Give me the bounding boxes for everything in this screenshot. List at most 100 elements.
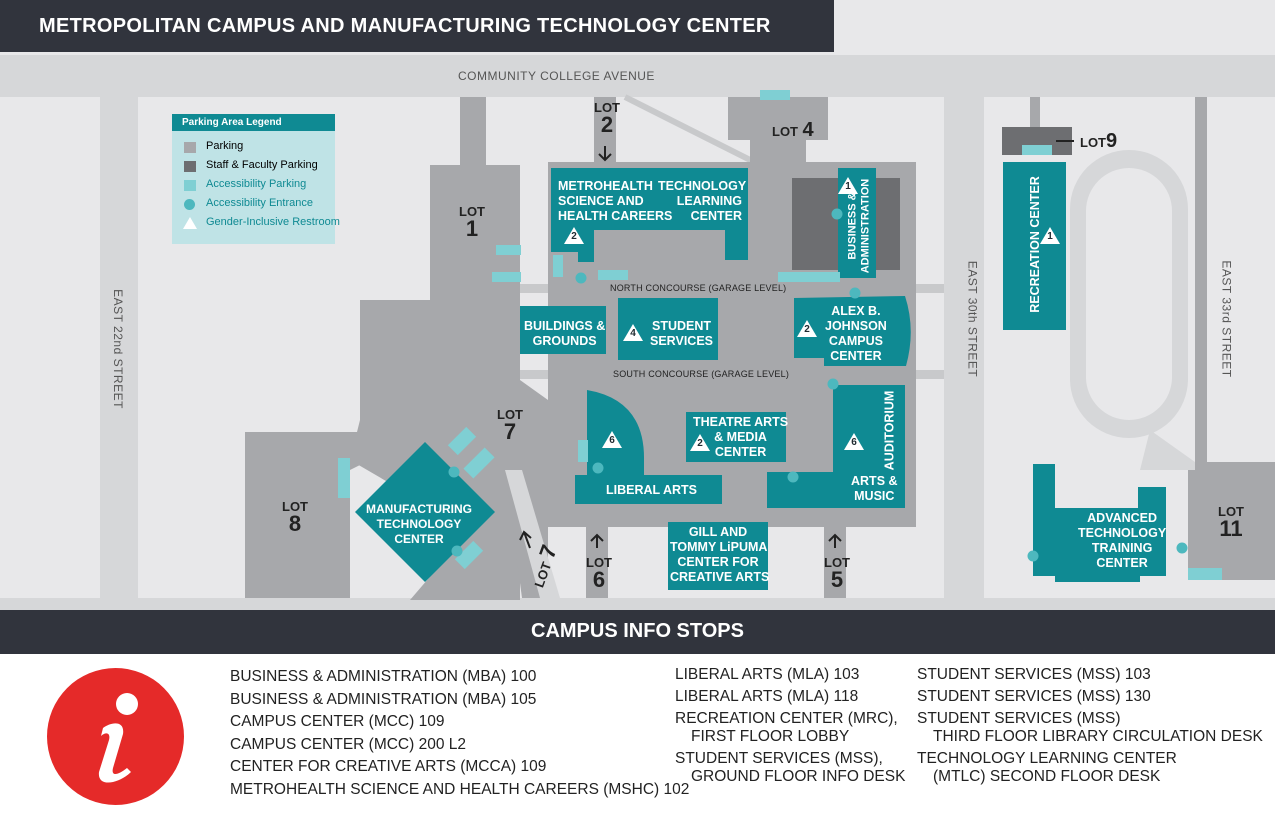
info-list-column-1: BUSINESS & ADMINISTRATION (MBA) 100 BUSI… bbox=[230, 666, 689, 801]
info-stop-item: TECHNOLOGY LEARNING CENTER bbox=[917, 750, 1177, 767]
liberal-arts-label: LIBERAL ARTS bbox=[606, 483, 697, 497]
info-stop-item: CAMPUS CENTER (MCC) 109 bbox=[230, 713, 445, 730]
auditorium-label: AUDITORIUM bbox=[882, 390, 897, 471]
lot-2-drive bbox=[594, 97, 616, 165]
lot-6-drive bbox=[586, 527, 608, 598]
parking-legend: Parking Area Legend Parking Staff & Facu… bbox=[172, 114, 340, 244]
accessibility-entrance-icon bbox=[451, 545, 463, 557]
lot-4-label: LOT 4 bbox=[772, 119, 814, 141]
info-stop-item: RECREATION CENTER (MRC), bbox=[675, 710, 898, 727]
restroom-icon: 4 bbox=[623, 324, 643, 341]
restroom-icon: 1 bbox=[838, 177, 858, 194]
info-stop-item: CAMPUS CENTER (MCC) 200 L2 bbox=[230, 735, 466, 753]
lot-5-arrow-icon bbox=[828, 533, 842, 548]
info-stops-header: CAMPUS INFO STOPS bbox=[0, 610, 1275, 654]
lot-7-arrow-icon bbox=[519, 530, 532, 549]
info-stop-item: STUDENT SERVICES (MSS) 130 bbox=[917, 688, 1151, 705]
accessibility-entrance-icon bbox=[575, 272, 587, 284]
alex-johnson-building bbox=[794, 296, 911, 366]
lot-5-drive bbox=[824, 527, 846, 598]
accessibility-entrance-icon bbox=[1176, 542, 1188, 554]
metrohealth-building bbox=[551, 168, 748, 262]
legend-item-staff-parking: Staff & Faculty Parking bbox=[206, 159, 318, 171]
street-east-30th: EAST 30th STREET bbox=[965, 260, 980, 378]
info-stop-item-detail: GROUND FLOOR INFO DESK bbox=[691, 768, 906, 785]
bottom-road bbox=[0, 598, 1275, 610]
restroom-icon: 6 bbox=[602, 431, 622, 448]
info-list-column-2: LIBERAL ARTS (MLA) 103 LIBERAL ARTS (MLA… bbox=[675, 666, 905, 786]
info-stop-item: LIBERAL ARTS (MLA) 118 bbox=[675, 688, 859, 705]
staff-parking-swatch bbox=[184, 161, 196, 172]
gill-lipuma-building bbox=[668, 522, 768, 590]
accessibility-entrance-icon bbox=[827, 378, 839, 390]
accessibility-entrance-icon bbox=[592, 462, 604, 474]
parking-swatch bbox=[184, 142, 196, 153]
info-stop-item-detail: FIRST FLOOR LOBBY bbox=[691, 728, 850, 745]
restroom-legend-icon bbox=[183, 217, 197, 229]
info-icon bbox=[47, 668, 184, 805]
south-concourse-label: SOUTH CONCOURSE (GARAGE LEVEL) bbox=[613, 369, 790, 379]
recreation-center-building bbox=[1003, 162, 1066, 330]
lot-4-area bbox=[728, 97, 828, 162]
arts-music-building bbox=[767, 385, 905, 508]
restroom-icon: 2 bbox=[690, 434, 710, 451]
info-list-column-3: STUDENT SERVICES (MSS) 103 STUDENT SERVI… bbox=[917, 666, 1263, 786]
info-stop-item-detail: (MTLC) SECOND FLOOR DESK bbox=[933, 768, 1161, 785]
recreation-center-label: RECREATION CENTER bbox=[1027, 176, 1042, 313]
buildings-grounds-building bbox=[520, 306, 606, 354]
lot-11-area bbox=[1188, 462, 1275, 580]
info-stop-item: STUDENT SERVICES (MSS) bbox=[917, 710, 1121, 727]
info-stop-item: LIBERAL ARTS (MLA) 103 bbox=[675, 666, 860, 683]
street-community-college-avenue: COMMUNITY COLLEGE AVENUE bbox=[458, 69, 655, 83]
alex-johnson-label: ALEX B. JOHNSON CAMPUS CENTER bbox=[825, 304, 887, 363]
legend-item-accessibility-entrance: Accessibility Entrance bbox=[206, 197, 313, 209]
legend-item-accessibility-parking: Accessibility Parking bbox=[206, 178, 307, 190]
legend-item-restroom: Gender-Inclusive Restroom bbox=[206, 216, 340, 228]
lot-8-area bbox=[245, 432, 360, 598]
lot-2-arrow-icon bbox=[598, 146, 612, 162]
accessibility-parking-swatch bbox=[184, 180, 196, 191]
info-stop-item: METROHEALTH SCIENCE AND HEALTH CAREERS (… bbox=[230, 780, 690, 798]
lot-9-label: LOT9 bbox=[1080, 130, 1118, 152]
street-east-33rd: EAST 33rd STREET bbox=[1219, 260, 1234, 378]
manufacturing-label: MANUFACTURING TECHNOLOGY CENTER bbox=[366, 502, 472, 546]
campus-map: METROPOLITAN CAMPUS AND MANUFACTURING TE… bbox=[0, 0, 1275, 610]
liberal-arts-building bbox=[575, 390, 722, 504]
arts-music-label: ARTS & MUSIC bbox=[851, 474, 898, 503]
accessibility-entrance-icon bbox=[831, 208, 843, 220]
info-stop-item: CENTER FOR CREATIVE ARTS (MCCA) 109 bbox=[230, 758, 547, 775]
info-stop-item-detail: THIRD FLOOR LIBRARY CIRCULATION DESK bbox=[933, 728, 1263, 745]
east-30th-street-road bbox=[944, 0, 984, 610]
restroom-icon: 6 bbox=[844, 433, 864, 450]
restroom-icon: 2 bbox=[797, 320, 817, 337]
gill-lipuma-label: GILL AND TOMMY LiPUMA CENTER FOR CREATIV… bbox=[670, 525, 770, 584]
legend-item-parking: Parking bbox=[206, 140, 244, 152]
map-graphics bbox=[0, 0, 1275, 610]
info-stop-item: STUDENT SERVICES (MSS), bbox=[675, 750, 883, 767]
east-22nd-street-road bbox=[100, 55, 138, 610]
info-stop-item: BUSINESS & ADMINISTRATION (MBA) 105 bbox=[230, 690, 537, 708]
metrohealth-label: METROHEALTH SCIENCE AND HEALTH CAREERS bbox=[558, 179, 673, 223]
legend-title: Parking Area Legend bbox=[172, 114, 335, 131]
advanced-technology-label: ADVANCED TECHNOLOGY TRAINING CENTER bbox=[1078, 511, 1167, 570]
theatre-arts-label: THEATRE ARTS & MEDIA CENTER bbox=[693, 415, 789, 459]
community-college-avenue bbox=[0, 55, 1275, 97]
info-stop-item: STUDENT SERVICES (MSS) 103 bbox=[917, 666, 1151, 683]
buildings-grounds-label: BUILDINGS & GROUNDS bbox=[524, 319, 606, 348]
street-east-22nd: EAST 22nd STREET bbox=[110, 289, 125, 409]
accessibility-entrance-icon bbox=[1027, 550, 1039, 562]
lot-6-arrow-icon bbox=[590, 533, 604, 548]
restroom-icon: 2 bbox=[564, 227, 584, 244]
accessibility-entrance-icon bbox=[849, 287, 861, 299]
accessibility-entrance-icon bbox=[787, 471, 799, 483]
map-title: METROPOLITAN CAMPUS AND MANUFACTURING TE… bbox=[0, 0, 834, 52]
restroom-icon: 1 bbox=[1040, 227, 1060, 244]
accessibility-entrance-icon bbox=[184, 199, 195, 210]
